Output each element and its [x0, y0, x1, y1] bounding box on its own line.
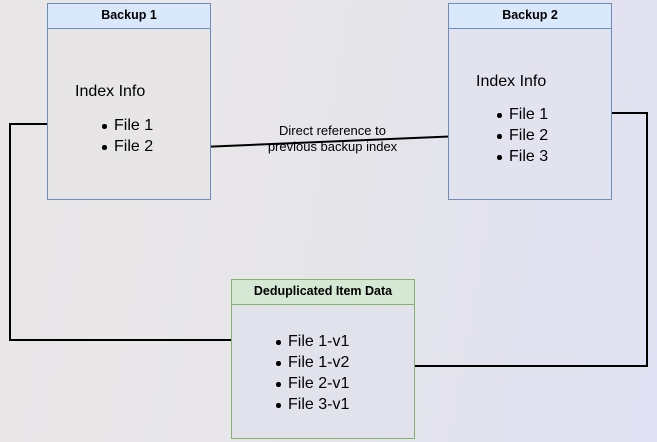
node-backup2-header: Backup 2	[449, 4, 611, 29]
node-deduplicated-item-data: Deduplicated Item Data File 1-v1 File 1-…	[231, 279, 415, 439]
list-item: File 3	[495, 146, 548, 167]
node-backup1: Backup 1 Index Info File 1 File 2	[47, 3, 211, 200]
node-backup1-index-label: Index Info	[75, 83, 146, 100]
list-item: File 3-v1	[274, 394, 349, 415]
list-item: File 2	[495, 125, 548, 146]
list-item: File 2-v1	[274, 373, 349, 394]
annotation-direct-reference: Direct reference to previous backup inde…	[267, 123, 398, 154]
list-item: File 2	[100, 136, 153, 157]
node-backup2-body: Index Info File 1 File 2 File 3	[449, 29, 611, 199]
node-backup1-body: Index Info File 1 File 2	[48, 29, 210, 199]
node-backup2: Backup 2 Index Info File 1 File 2 File 3	[448, 3, 612, 200]
node-dedup-header: Deduplicated Item Data	[232, 280, 414, 305]
list-item: File 1-v1	[274, 331, 349, 352]
node-backup1-header: Backup 1	[48, 4, 210, 29]
node-dedup-file-list: File 1-v1 File 1-v2 File 2-v1 File 3-v1	[274, 331, 349, 415]
list-item: File 1-v2	[274, 352, 349, 373]
node-backup2-index-label: Index Info	[476, 73, 547, 90]
list-item: File 1	[100, 115, 153, 136]
node-backup1-file-list: File 1 File 2	[100, 115, 153, 157]
list-item: File 1	[495, 104, 548, 125]
node-dedup-body: File 1-v1 File 1-v2 File 2-v1 File 3-v1	[232, 305, 414, 438]
node-backup2-file-list: File 1 File 2 File 3	[495, 104, 548, 167]
